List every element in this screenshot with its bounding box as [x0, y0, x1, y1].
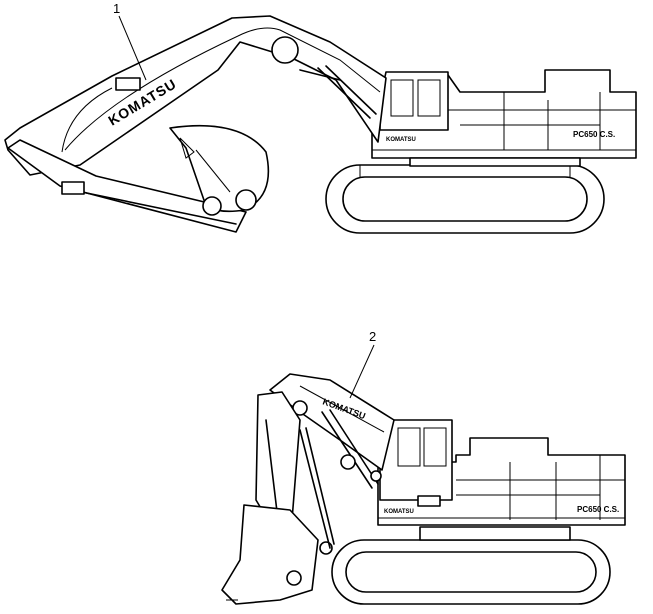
callout-2-label: 2	[369, 329, 376, 344]
front-shovel-excavator: KOMATSU KOMATSU PC650 C.S. 2	[221, 329, 626, 605]
model-decal: PC650 C.S.	[573, 130, 615, 139]
shovel-upper-body	[377, 419, 626, 541]
callout-1: 1	[113, 1, 147, 81]
cab-logo-decal: KOMATSU	[386, 137, 416, 143]
backhoe-arm-and-bucket	[7, 125, 270, 233]
backhoe-excavator: KOMATSU KOMATSU PC650 C.S. 1	[4, 1, 637, 234]
callout-2: 2	[349, 329, 376, 399]
shovel-arm-and-bucket	[221, 391, 335, 605]
shovel-track	[331, 539, 611, 605]
callout-1-label: 1	[113, 1, 120, 16]
cab-logo-decal: KOMATSU	[384, 509, 414, 515]
model-decal: PC650 C.S.	[577, 505, 619, 514]
backhoe-track	[325, 164, 605, 234]
backhoe-upper-body	[371, 69, 637, 167]
backhoe-boom	[4, 15, 387, 176]
shovel-boom	[269, 373, 395, 489]
